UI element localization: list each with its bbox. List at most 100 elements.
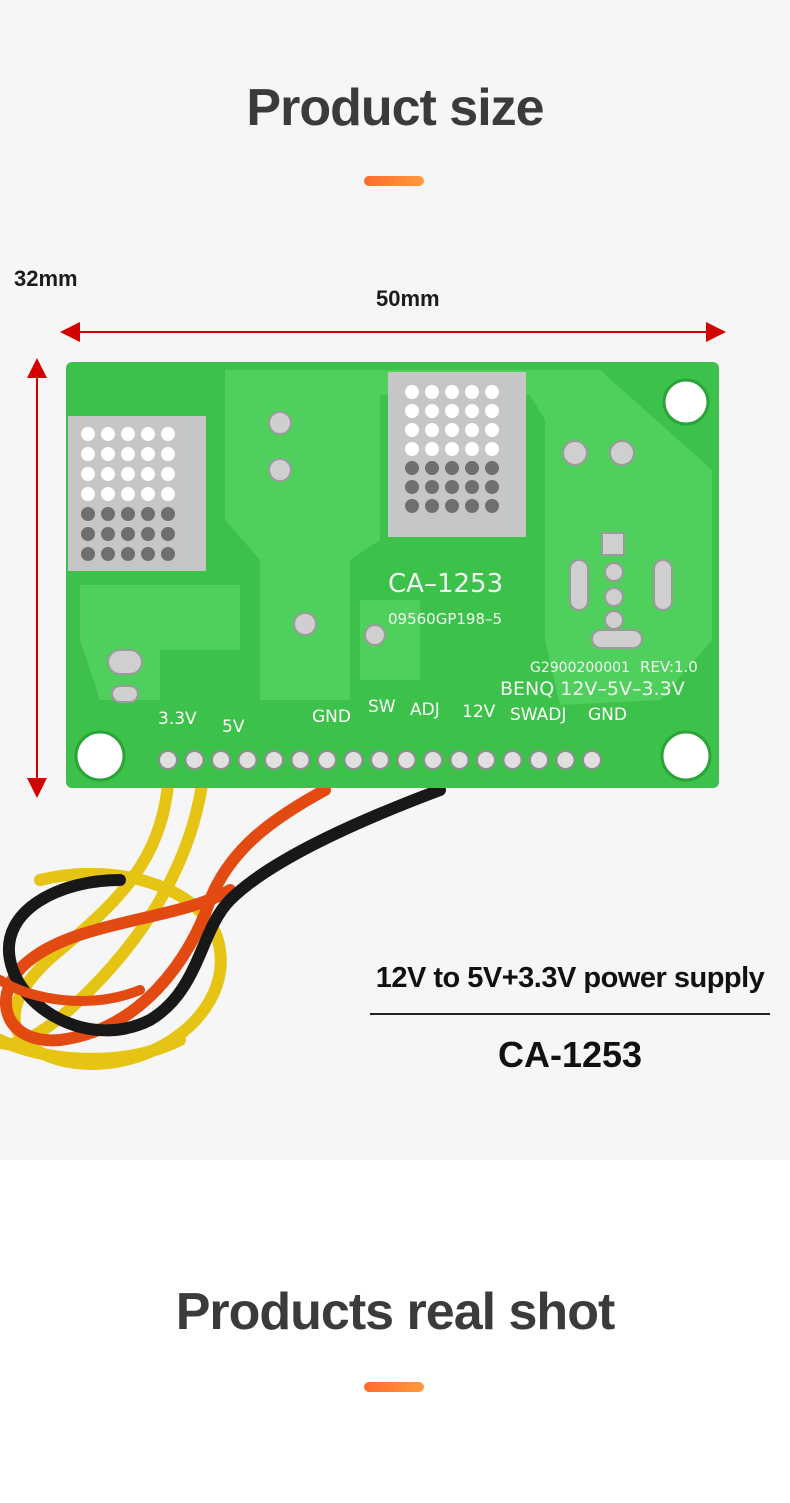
perforation-hole (81, 547, 95, 561)
perforation-hole (405, 385, 419, 399)
pin-label: 5V (222, 717, 245, 737)
perforation-hole (405, 461, 419, 475)
header-pin (158, 750, 178, 770)
perforation-hole (465, 404, 479, 418)
pin-label: 3.3V (158, 709, 197, 729)
perforation-hole (465, 385, 479, 399)
perforation-hole (81, 527, 95, 541)
perforation-hole (81, 467, 95, 481)
perforation-hole (445, 442, 459, 456)
perforation-hole (405, 499, 419, 513)
perforation-hole (101, 547, 115, 561)
header-pin (237, 750, 258, 770)
perforation-hole (485, 442, 499, 456)
perforation-hole (141, 527, 155, 541)
perforation-hole (425, 442, 439, 456)
perforation-hole (425, 404, 439, 418)
perforation-hole (405, 404, 419, 418)
perforation-hole (425, 385, 439, 399)
perforation-hole (121, 447, 135, 461)
mounting-hole-icon (662, 378, 710, 426)
perforation-hole (141, 547, 155, 561)
perforation-hole (485, 423, 499, 437)
perforation-hole (161, 427, 175, 441)
perforation-hole (485, 499, 499, 513)
caption-divider (370, 1013, 770, 1015)
header-pin (184, 750, 205, 770)
perforation-hole (101, 467, 115, 481)
perforation-hole (445, 423, 459, 437)
perforation-hole (121, 507, 135, 521)
header-pin (317, 750, 337, 770)
perforation-hole (485, 461, 499, 475)
perforation-hole (161, 467, 175, 481)
perforation-hole (405, 423, 419, 437)
perforation-hole (425, 461, 439, 475)
pin-label: SW (368, 697, 396, 717)
wire-bundle (0, 779, 446, 1070)
header-pin (396, 750, 417, 770)
perforation-hole (425, 423, 439, 437)
real-shot-accent-bar (364, 1382, 424, 1392)
board-brand-silkscreen: BENQ 12V–5V–3.3V (500, 678, 685, 700)
perforation-hole (81, 447, 95, 461)
perforation-hole (485, 404, 499, 418)
perforation-hole (121, 467, 135, 481)
perforation-hole (81, 427, 95, 441)
product-description: 12V to 5V+3.3V power supply (375, 962, 765, 994)
perforation-hole (121, 487, 135, 501)
perforation-hole (405, 480, 419, 494)
perforation-hole (101, 447, 115, 461)
perforation-hole (445, 480, 459, 494)
header-pin (555, 750, 576, 770)
header-pin (449, 750, 470, 770)
header-pin (423, 750, 443, 770)
perforation-hole (425, 480, 439, 494)
perforation-hole (81, 507, 95, 521)
header-pin (370, 750, 390, 770)
perforation-hole (465, 461, 479, 475)
perforation-hole (141, 427, 155, 441)
perforation-hole (445, 499, 459, 513)
pin-label: 12V (462, 702, 496, 722)
perforation-hole (161, 487, 175, 501)
header-pin (529, 750, 549, 770)
board-part-silkscreen: 09560GP198–5 (388, 610, 502, 628)
perforation-hole (101, 527, 115, 541)
perforation-hole (485, 480, 499, 494)
product-model: CA-1253 (497, 1034, 643, 1075)
perforation-hole (141, 467, 155, 481)
perforation-hole (121, 427, 135, 441)
perforation-hole (81, 487, 95, 501)
perforation-hole (465, 480, 479, 494)
perforation-hole (161, 507, 175, 521)
header-pin (582, 750, 602, 770)
perforation-hole (161, 547, 175, 561)
header-pin (476, 750, 496, 770)
pcb-board: CA–1253 09560GP198–5 G2900200001 REV:1.0… (66, 362, 719, 788)
perforation-hole (445, 404, 459, 418)
board-model-silkscreen: CA–1253 (388, 569, 503, 599)
perforation-hole (425, 499, 439, 513)
perforation-hole (141, 447, 155, 461)
perforation-hole (485, 385, 499, 399)
pin-label: ADJ (410, 700, 440, 720)
product-illustration: CA–1253 09560GP198–5 G2900200001 REV:1.0… (0, 322, 726, 1070)
perforation-hole (465, 423, 479, 437)
pin-label: GND (312, 707, 351, 727)
header-pin (502, 750, 523, 770)
perforation-hole (141, 507, 155, 521)
header-pin (211, 750, 231, 770)
perforation-hole (161, 527, 175, 541)
header-pin (290, 750, 311, 770)
perforation-hole (121, 527, 135, 541)
header-pin (343, 750, 364, 770)
board-code-silkscreen: G2900200001 (530, 660, 630, 676)
perforation-hole (101, 487, 115, 501)
perforation-hole (465, 442, 479, 456)
title-accent-bar (364, 176, 424, 186)
header-pin (264, 750, 284, 770)
perforation-hole (141, 487, 155, 501)
mounting-hole-icon (660, 730, 712, 782)
perforation-hole (161, 447, 175, 461)
